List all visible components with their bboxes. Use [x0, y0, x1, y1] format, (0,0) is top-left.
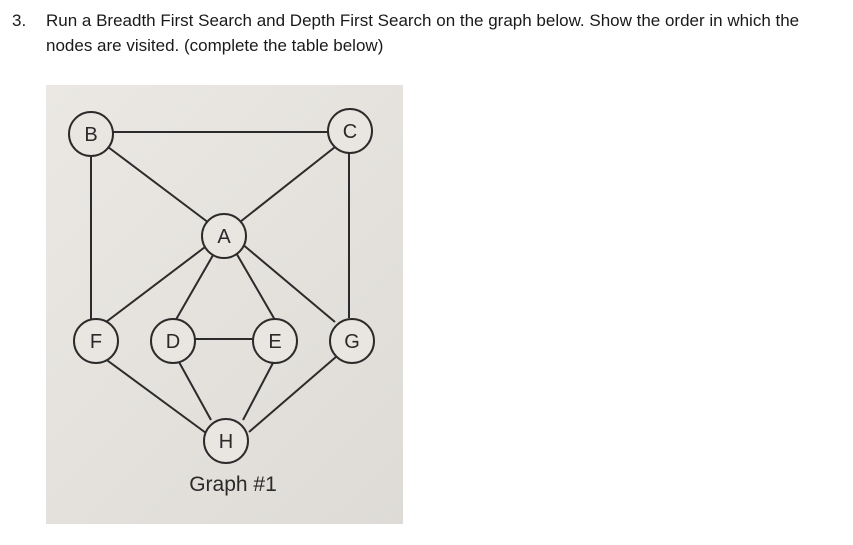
node-A: A [201, 213, 247, 259]
svg-text:B: B [84, 124, 97, 146]
edge-A-E [234, 250, 276, 321]
graph-nodes: B C A F D E G [68, 108, 375, 464]
node-F: F [73, 318, 119, 364]
svg-text:H: H [219, 431, 233, 453]
question-number: 3. [12, 11, 27, 30]
edge-A-G [240, 242, 336, 323]
edge-F-H [103, 357, 207, 434]
node-B: B [68, 111, 114, 157]
svg-text:F: F [90, 331, 102, 353]
edge-D-H [178, 361, 212, 421]
edge-C-A [239, 146, 336, 223]
graph-diagram: B C A F D E G [68, 108, 375, 496]
graph-figure: B C A F D E G [46, 85, 403, 524]
node-H: H [203, 418, 249, 464]
node-C: C [327, 108, 373, 154]
edge-A-D [173, 249, 217, 324]
question-text: Run a Breadth First Search and Depth Fir… [46, 11, 800, 55]
node-E: E [252, 318, 298, 364]
edge-A-F [105, 243, 210, 323]
svg-text:E: E [268, 331, 281, 353]
node-D: D [150, 318, 196, 364]
edge-B-A [107, 146, 210, 224]
svg-text:G: G [344, 331, 360, 353]
graph-caption: Graph #1 [189, 473, 277, 496]
svg-text:C: C [343, 121, 357, 143]
edge-G-H [248, 355, 338, 433]
node-G: G [329, 318, 375, 364]
question-block: 3. Run a Breadth First Search and Depth … [12, 8, 847, 58]
svg-text:A: A [217, 226, 231, 248]
edge-E-H [242, 360, 275, 421]
svg-text:D: D [166, 331, 180, 353]
graph-edges [90, 131, 350, 434]
